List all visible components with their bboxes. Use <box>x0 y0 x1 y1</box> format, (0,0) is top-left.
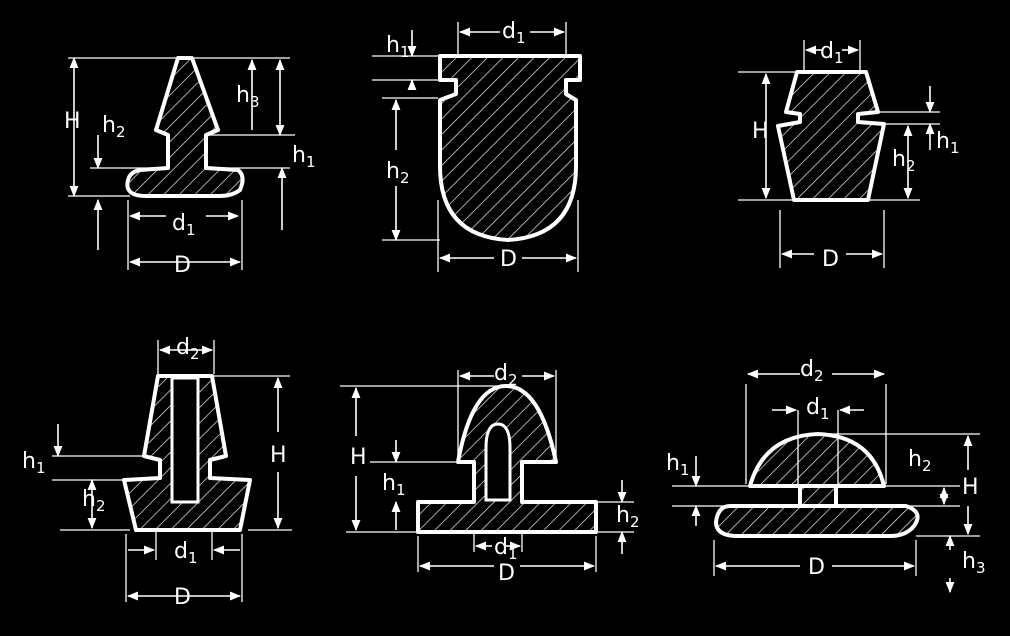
label-D: D <box>808 555 825 580</box>
part-3-double-cone-plug: d1 H h2 h1 D <box>738 39 960 272</box>
label-d: d2 <box>176 335 200 363</box>
part-2-mushroom-plug: d1 h1 h2 D <box>372 19 582 272</box>
label-D: D <box>498 561 515 586</box>
label-d: d1 <box>174 539 198 567</box>
label-H: H <box>962 475 979 500</box>
part-6-dome-double-head-stud: d2 d1 h2 H h1 h3 D <box>666 357 986 594</box>
label-d: d1 <box>502 19 526 47</box>
label-h: h2 <box>102 113 126 141</box>
label-h: h3 <box>962 549 986 577</box>
label-H: H <box>752 119 769 144</box>
label-h: h1 <box>292 143 316 171</box>
label-D: D <box>822 247 839 272</box>
part-5-split-mushroom-rivet: d2 H h1 h2 d1 D <box>340 361 640 586</box>
label-H: H <box>350 445 367 470</box>
part-1-cone-rivet: H h2 h3 h1 d1 D <box>64 56 316 278</box>
label-d: d2 <box>494 361 518 389</box>
label-h: h1 <box>22 449 46 477</box>
label-d: d1 <box>806 395 830 423</box>
label-d: d2 <box>800 357 824 385</box>
label-d: d1 <box>820 39 844 67</box>
part-4-hollow-cone-rivet: d2 H h1 h2 d1 D <box>22 335 292 610</box>
label-h: h2 <box>386 159 410 187</box>
label-h: h1 <box>386 33 410 61</box>
label-D: D <box>500 247 517 272</box>
label-h: h3 <box>236 83 260 111</box>
label-d: d1 <box>494 535 518 563</box>
label-h: h2 <box>908 447 932 475</box>
label-h: h1 <box>936 129 960 157</box>
label-d: d1 <box>172 211 196 239</box>
label-h: h1 <box>666 451 690 479</box>
label-H: H <box>270 443 287 468</box>
label-h: h2 <box>616 503 640 531</box>
label-H: H <box>64 109 81 134</box>
label-h: h2 <box>82 487 106 515</box>
label-h: h1 <box>382 471 406 499</box>
label-D: D <box>174 253 191 278</box>
label-h: h2 <box>892 147 916 175</box>
label-D: D <box>174 585 191 610</box>
